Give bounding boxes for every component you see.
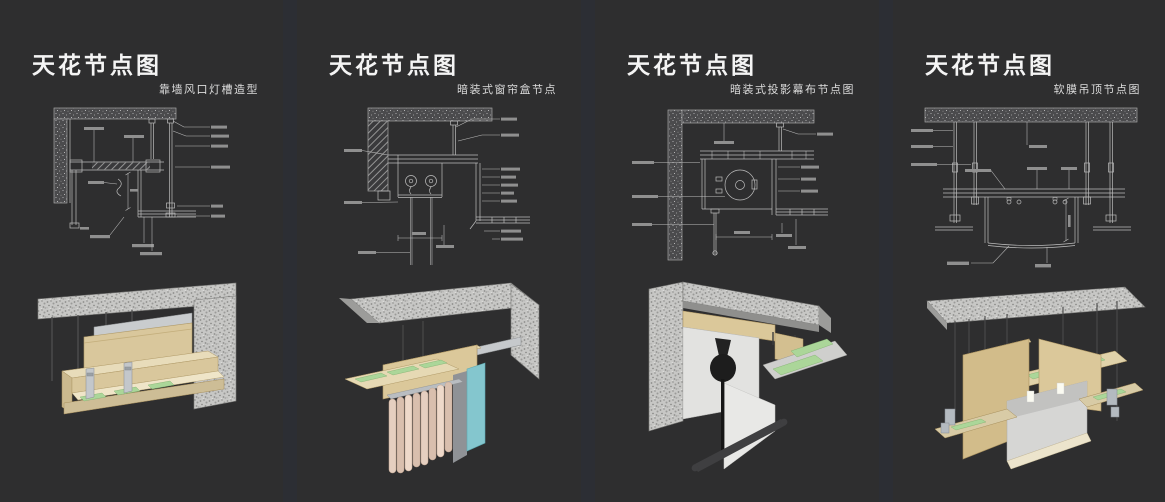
render-lamp [1056, 383, 1065, 395]
render-3d-projector-screen [648, 282, 848, 473]
render-lamp [1026, 391, 1035, 403]
panel-divider [283, 0, 297, 502]
panel-subtitle: 靠墙风口灯槽造型 [159, 84, 259, 97]
cad-detail-drawing [53, 108, 230, 256]
cad-detail-drawing [911, 108, 1138, 268]
render-concrete-slab [926, 287, 1146, 331]
cad-annotations [343, 118, 523, 255]
panel-divider [581, 0, 595, 502]
panel-subtitle: 软膜吊顶节点图 [1053, 84, 1141, 97]
cad-ceiling-frame [387, 155, 478, 164]
cad-screen-box [701, 159, 772, 210]
panel-light-trough: 天花节点图 靠墙风口灯槽造型 [0, 0, 283, 502]
render-membrane [1006, 433, 1092, 470]
render-3d-curtain-box [339, 283, 540, 474]
panel-header: 天花节点图 靠墙风口灯槽造型 [0, 52, 283, 97]
panel-header: 天花节点图 暗装式投影幕布节点图 [595, 52, 879, 97]
cad-wall [53, 119, 68, 204]
cad-annotations [911, 129, 1131, 268]
panel-header: 天花节点图 软膜吊顶节点图 [893, 52, 1165, 97]
cad-ceiling-frame [69, 160, 164, 173]
render-shelf [344, 359, 460, 390]
cad-screen-drop [710, 209, 719, 256]
cad-recessed-box [984, 197, 1079, 249]
cad-dimension [125, 172, 138, 212]
page-title: 天花节点图 [925, 52, 1055, 78]
cad-lower-ceiling [137, 170, 196, 218]
cad-right-assembly [469, 163, 530, 230]
cad-slab [53, 108, 177, 120]
render-bottom-bar [691, 419, 788, 473]
panel-projector-screen: 天花节点图 暗装式投影幕布节点图 [595, 0, 879, 502]
render-curtain-folds [388, 382, 453, 474]
render-green-boards [772, 339, 834, 376]
render-concrete-structure [648, 282, 831, 432]
cad-wall [667, 110, 682, 261]
render-light-box [1006, 381, 1088, 462]
cad-light-cove [69, 170, 122, 229]
render-roller-mount [715, 338, 731, 358]
render-concrete-slab [339, 283, 540, 381]
cad-slab [367, 108, 492, 122]
render-gray-panel [453, 371, 467, 464]
cad-ceiling-plane [943, 189, 1125, 198]
cad-hanger-rod [449, 121, 458, 156]
cad-detail-drawing [631, 110, 833, 261]
page-title: 天花节点图 [32, 52, 162, 78]
panel-subtitle: 暗装式窗帘盒节点 [457, 84, 557, 97]
cad-slab [924, 108, 1138, 123]
render-3d-light-trough [37, 283, 236, 415]
page-title: 天花节点图 [329, 52, 459, 78]
panel-divider [879, 0, 893, 502]
cad-dimension [1063, 198, 1071, 243]
cad-hanger-rods [148, 119, 176, 218]
render-3d-stretch-ceiling [926, 287, 1146, 470]
cad-annotations [80, 121, 230, 256]
panel-header: 天花节点图 暗装式窗帘盒节点 [297, 52, 581, 97]
cad-detail-drawing [343, 108, 530, 266]
render-screen-surface [723, 383, 776, 470]
cad-ceiling-frame [699, 151, 814, 160]
render-cove-box [60, 351, 224, 415]
render-sheer-curtain [466, 363, 486, 452]
render-curtain-track [386, 379, 464, 400]
render-metal-brackets [940, 389, 1120, 434]
panel-subtitle: 暗装式投影幕布节点图 [730, 84, 855, 97]
cad-annotations [631, 129, 833, 250]
render-screen-edge [721, 379, 725, 458]
cad-wall [367, 121, 388, 192]
render-screen-roller [710, 354, 736, 383]
render-concrete-slab [37, 283, 236, 410]
cad-hanger-rods [949, 122, 1117, 224]
panel-stretch-ceiling: 天花节点图 软膜吊顶节点图 [893, 0, 1165, 502]
page-title: 天花节点图 [627, 52, 757, 78]
cad-hanger-rod [775, 123, 784, 152]
panel-curtain-box: 天花节点图 暗装式窗帘盒节点 [297, 0, 581, 502]
cad-slab [681, 110, 814, 124]
cad-right-assembly [771, 159, 828, 216]
render-metal-uprights [85, 362, 132, 400]
cad-curtain-box [397, 155, 442, 266]
